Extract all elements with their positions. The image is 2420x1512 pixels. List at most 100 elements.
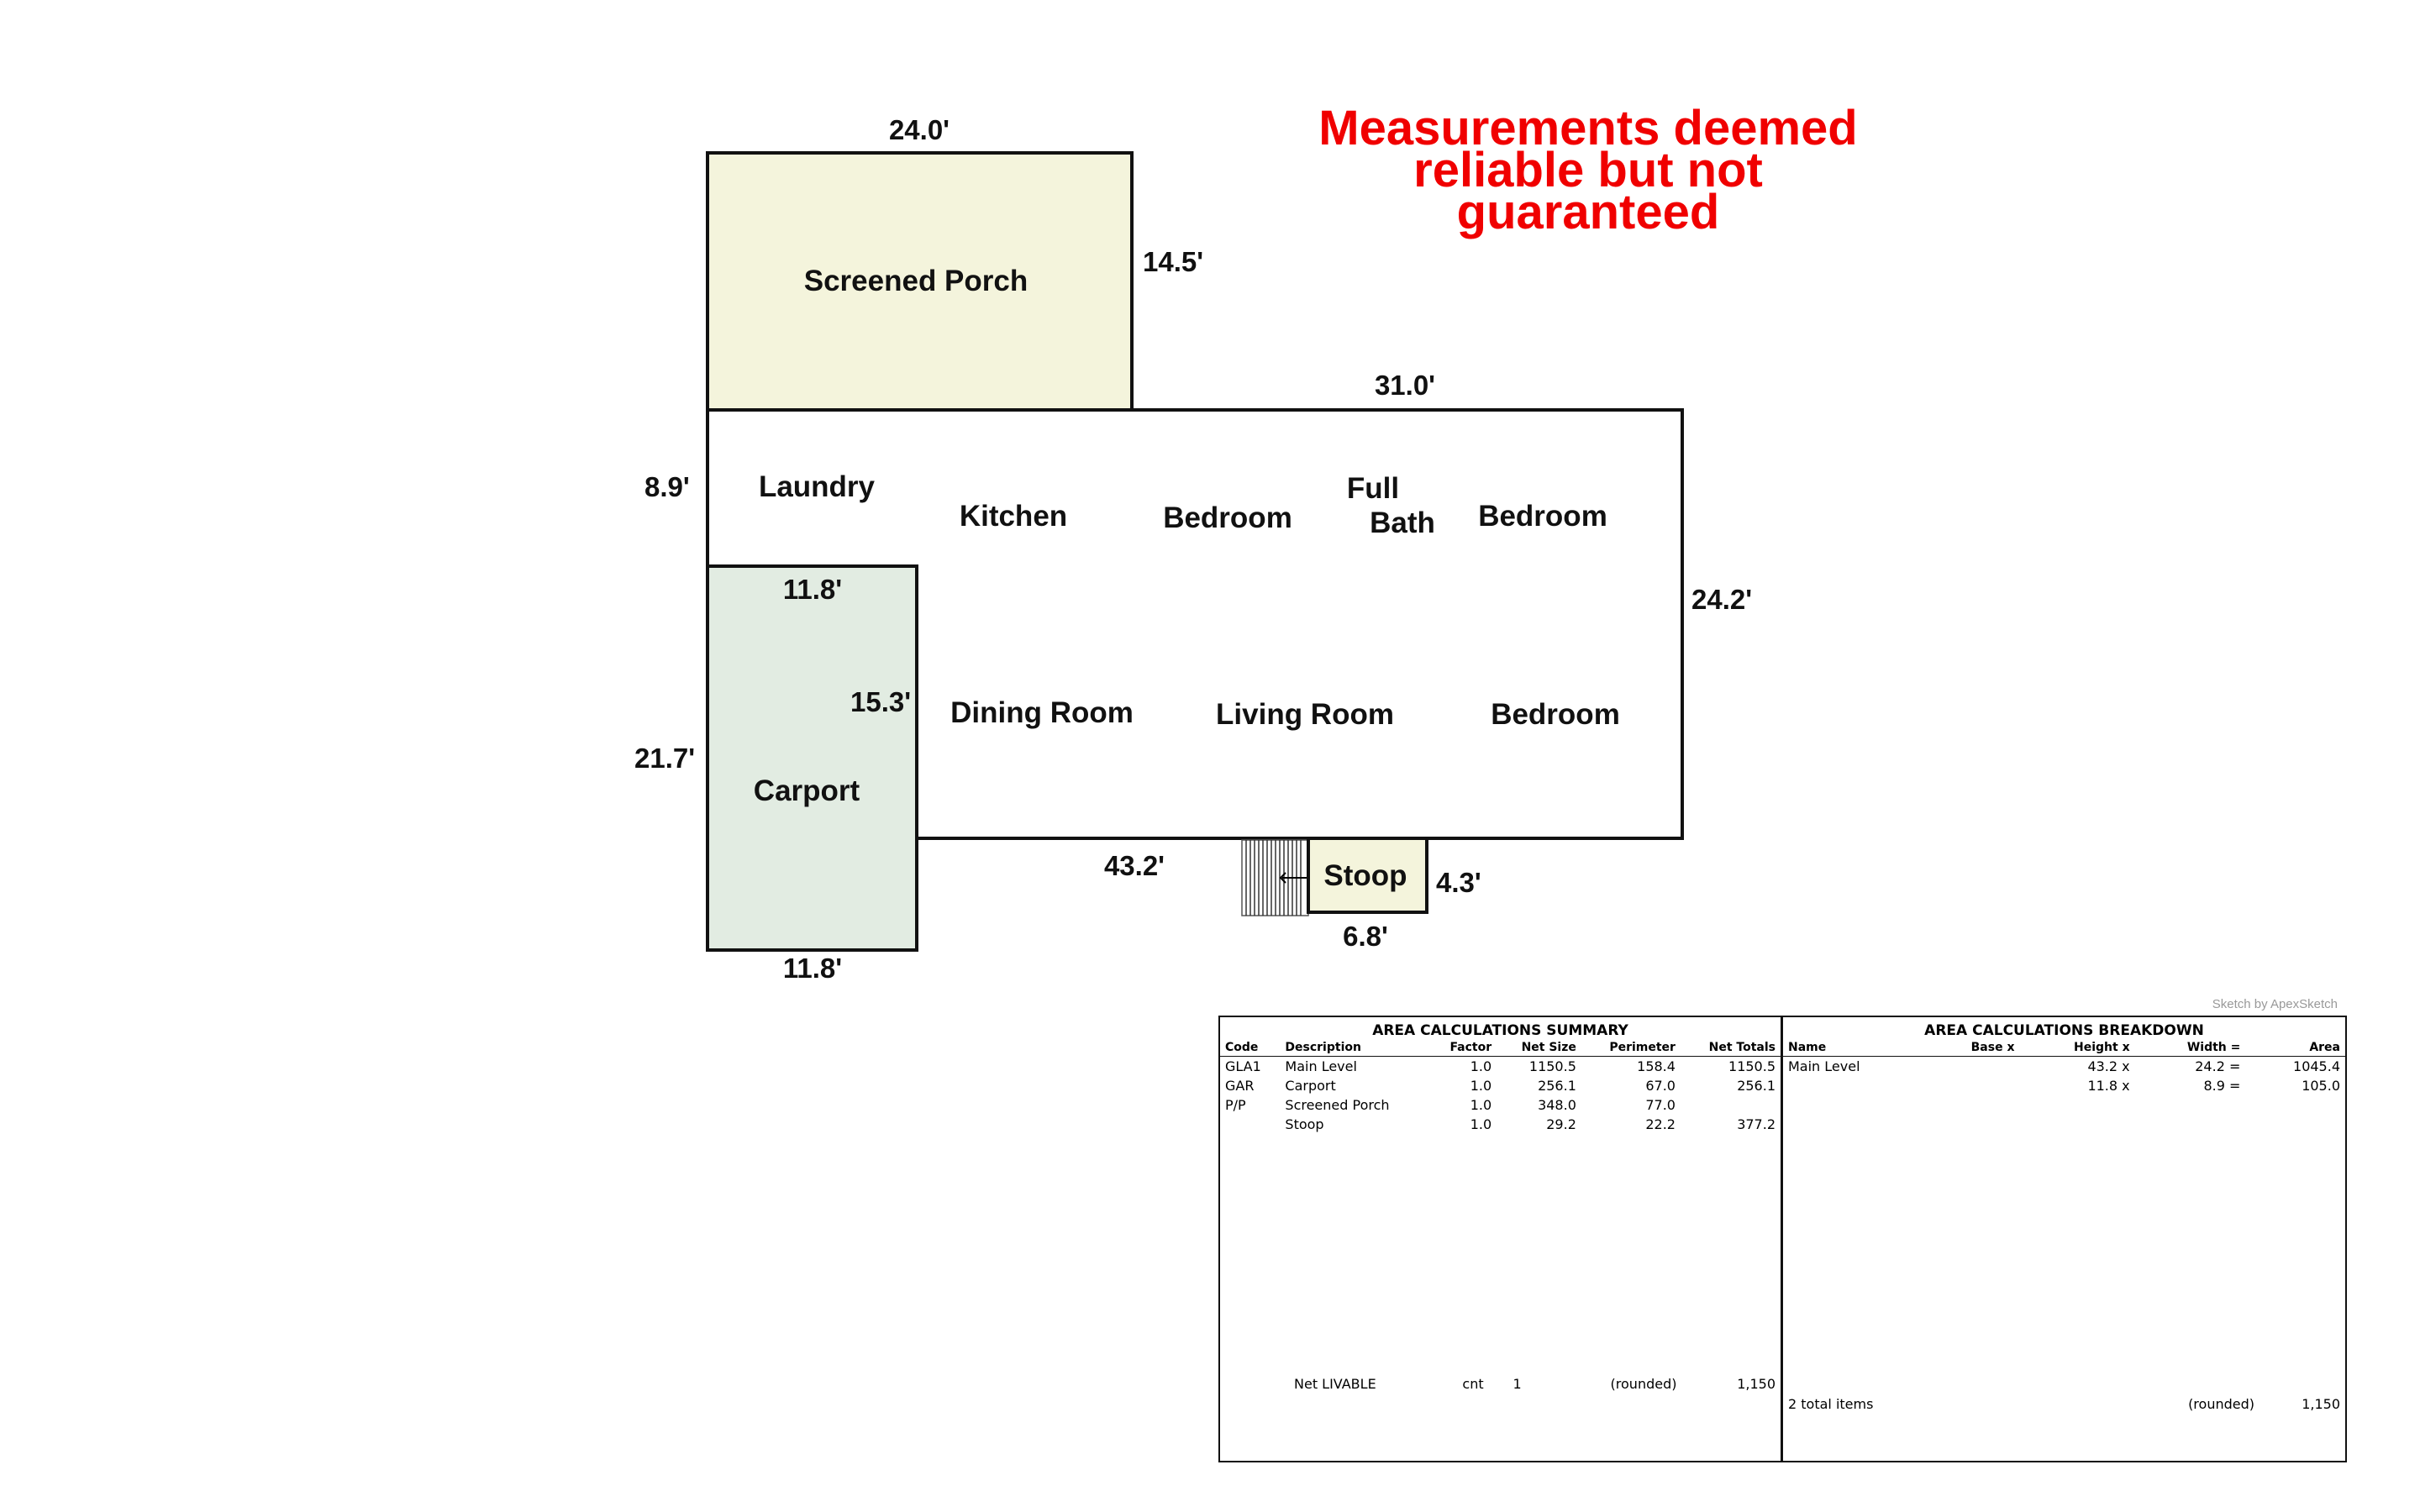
total-items-row: 2 total items (rounded) 1,150 [1783, 1394, 2345, 1415]
table-cell: 348.0 [1538, 1097, 1576, 1113]
dimension-label: 4.3' [1436, 867, 1481, 898]
disclaimer-line: Measurements deemed [1318, 101, 1858, 155]
breakdown-title: AREA CALCULATIONS BREAKDOWN [1924, 1022, 2204, 1039]
room-label-full-bath: Bath [1370, 507, 1435, 539]
table-cell: 1150.5 [1728, 1058, 1776, 1074]
summary-title: AREA CALCULATIONS SUMMARY [1372, 1022, 1628, 1039]
table-row: GLA1 Main Level 1.0 1150.5 158.4 1150.5 [1220, 1057, 1781, 1077]
carport-area [706, 564, 918, 952]
room-label-dining-room: Dining Room [950, 696, 1134, 729]
room-label-screened-porch: Screened Porch [804, 265, 1028, 297]
table-cell: 1 [1512, 1376, 1522, 1392]
room-label-bedroom: Bedroom [1163, 501, 1292, 534]
column-header: Code [1220, 1039, 1281, 1057]
table-cell [1962, 1394, 1996, 1415]
breakdown-footer: 2 total items (rounded) 1,150 [1783, 1394, 2345, 1415]
table-cell: GAR [1225, 1078, 1255, 1094]
screened-porch-area [706, 151, 1134, 412]
table-cell [1220, 1115, 1280, 1134]
net-livable-label: Net LIVABLE [1294, 1376, 1376, 1392]
dimension-label: 24.0' [889, 114, 950, 145]
column-header: Net Totals [1680, 1039, 1781, 1057]
table-cell: Screened Porch [1285, 1097, 1390, 1113]
table-cell: 256.1 [1737, 1078, 1776, 1094]
table-cell: 1.0 [1470, 1058, 1492, 1074]
column-header: Perimeter [1581, 1039, 1681, 1057]
column-header: Name [1783, 1039, 1927, 1057]
net-livable-total: 1,150 [1737, 1376, 1776, 1392]
room-label-carport: Carport [754, 774, 860, 807]
table-cell: 77.0 [1645, 1097, 1676, 1113]
column-header: Area [2245, 1039, 2345, 1057]
net-livable-row: Net LIVABLE cnt 1 (rounded) 1,150 [1220, 1374, 1781, 1394]
dimension-label: 21.7' [634, 743, 695, 774]
column-header: Net Size [1497, 1039, 1581, 1057]
room-label-living-room: Living Room [1216, 698, 1394, 731]
table-cell: P/P [1225, 1097, 1246, 1113]
table-row: P/P Screened Porch 1.0 348.0 77.0 [1220, 1095, 1781, 1115]
column-header: Factor [1428, 1039, 1497, 1057]
room-label-laundry: Laundry [759, 470, 876, 503]
dimension-label: 43.2' [1104, 850, 1165, 881]
table-cell: 377.2 [1737, 1116, 1776, 1132]
table-cell: 158.4 [1637, 1058, 1676, 1074]
table-row: GAR Carport 1.0 256.1 67.0 256.1 [1220, 1076, 1781, 1095]
table-cell [1928, 1394, 1962, 1415]
table-cell [1926, 1076, 2019, 1095]
table-row: Main Level 43.2 x 24.2 = 1045.4 [1783, 1057, 2345, 1077]
area-calculations-breakdown: AREA CALCULATIONS BREAKDOWN Name Base x … [1781, 1016, 2347, 1462]
room-label-bedroom: Bedroom [1491, 698, 1620, 731]
dimension-label: 15.3' [850, 686, 911, 717]
column-header: Width = [2134, 1039, 2246, 1057]
table-row: Stoop 1.0 29.2 22.2 377.2 [1220, 1115, 1781, 1134]
stairs-icon [1241, 839, 1309, 916]
table-cell: cnt [1462, 1376, 1484, 1392]
dimension-label: 11.8' [783, 574, 842, 605]
dimension-label: 11.8' [783, 953, 842, 984]
summary-footer: Net LIVABLE cnt 1 (rounded) 1,150 [1220, 1374, 1781, 1394]
breakdown-header-row: Name Base x Height x Width = Area [1783, 1039, 2345, 1057]
room-label-kitchen: Kitchen [960, 500, 1067, 533]
disclaimer-line: reliable but not [1413, 143, 1763, 197]
table-cell: 1.0 [1470, 1097, 1492, 1113]
column-header: Height x [2019, 1039, 2135, 1057]
table-cell: Main Level [1285, 1058, 1357, 1074]
table-cell: (rounded) [2188, 1396, 2254, 1412]
table-cell: 256.1 [1538, 1078, 1576, 1094]
table-cell: 24.2 = [2195, 1058, 2241, 1074]
table-cell: 105.0 [2302, 1078, 2340, 1094]
column-header: Base x [1926, 1039, 2020, 1057]
measurement-disclaimer: Measurements deemed reliable but not gua… [1210, 101, 1966, 239]
breakdown-total: 1,150 [2302, 1396, 2340, 1412]
dimension-label: 8.9' [644, 471, 690, 502]
table-cell [1220, 1374, 1289, 1394]
table-cell: Carport [1285, 1078, 1336, 1094]
table-cell: 22.2 [1645, 1116, 1676, 1132]
dimension-label: 24.2' [1691, 584, 1752, 615]
summary-header-row: Code Description Factor Net Size Perimet… [1220, 1039, 1781, 1057]
room-label-bedroom: Bedroom [1478, 500, 1607, 533]
stoop-area [1307, 837, 1428, 914]
area-calculations-summary: AREA CALCULATIONS SUMMARY Code Descripti… [1218, 1016, 1782, 1462]
breakdown-table: Name Base x Height x Width = Area Main L… [1783, 1039, 2345, 1095]
summary-table: Code Description Factor Net Size Perimet… [1220, 1039, 1781, 1134]
dimension-label: 31.0' [1375, 370, 1435, 401]
table-cell: Stoop [1285, 1116, 1324, 1132]
dimension-label: 6.8' [1343, 921, 1388, 952]
sketch-credit: Sketch by ApexSketch [2212, 997, 2338, 1011]
table-cell: GLA1 [1225, 1058, 1261, 1074]
table-cell [1926, 1057, 2019, 1077]
dimension-label: 14.5' [1143, 246, 1203, 277]
table-cell: 43.2 x [2087, 1058, 2130, 1074]
table-cell: 11.8 x [2087, 1078, 2130, 1094]
table-cell: 8.9 = [2203, 1078, 2241, 1094]
room-label-stoop: Stoop [1323, 859, 1407, 892]
table-cell: 1045.4 [2293, 1058, 2340, 1074]
room-label-full-bath: Full [1347, 472, 1399, 505]
table-cell [1783, 1076, 1926, 1095]
table-row: 11.8 x 8.9 = 105.0 [1783, 1076, 2345, 1095]
table-cell [1681, 1095, 1781, 1115]
disclaimer-line: guaranteed [1456, 185, 1720, 239]
table-cell: 1.0 [1470, 1078, 1492, 1094]
column-header: Description [1280, 1039, 1429, 1057]
